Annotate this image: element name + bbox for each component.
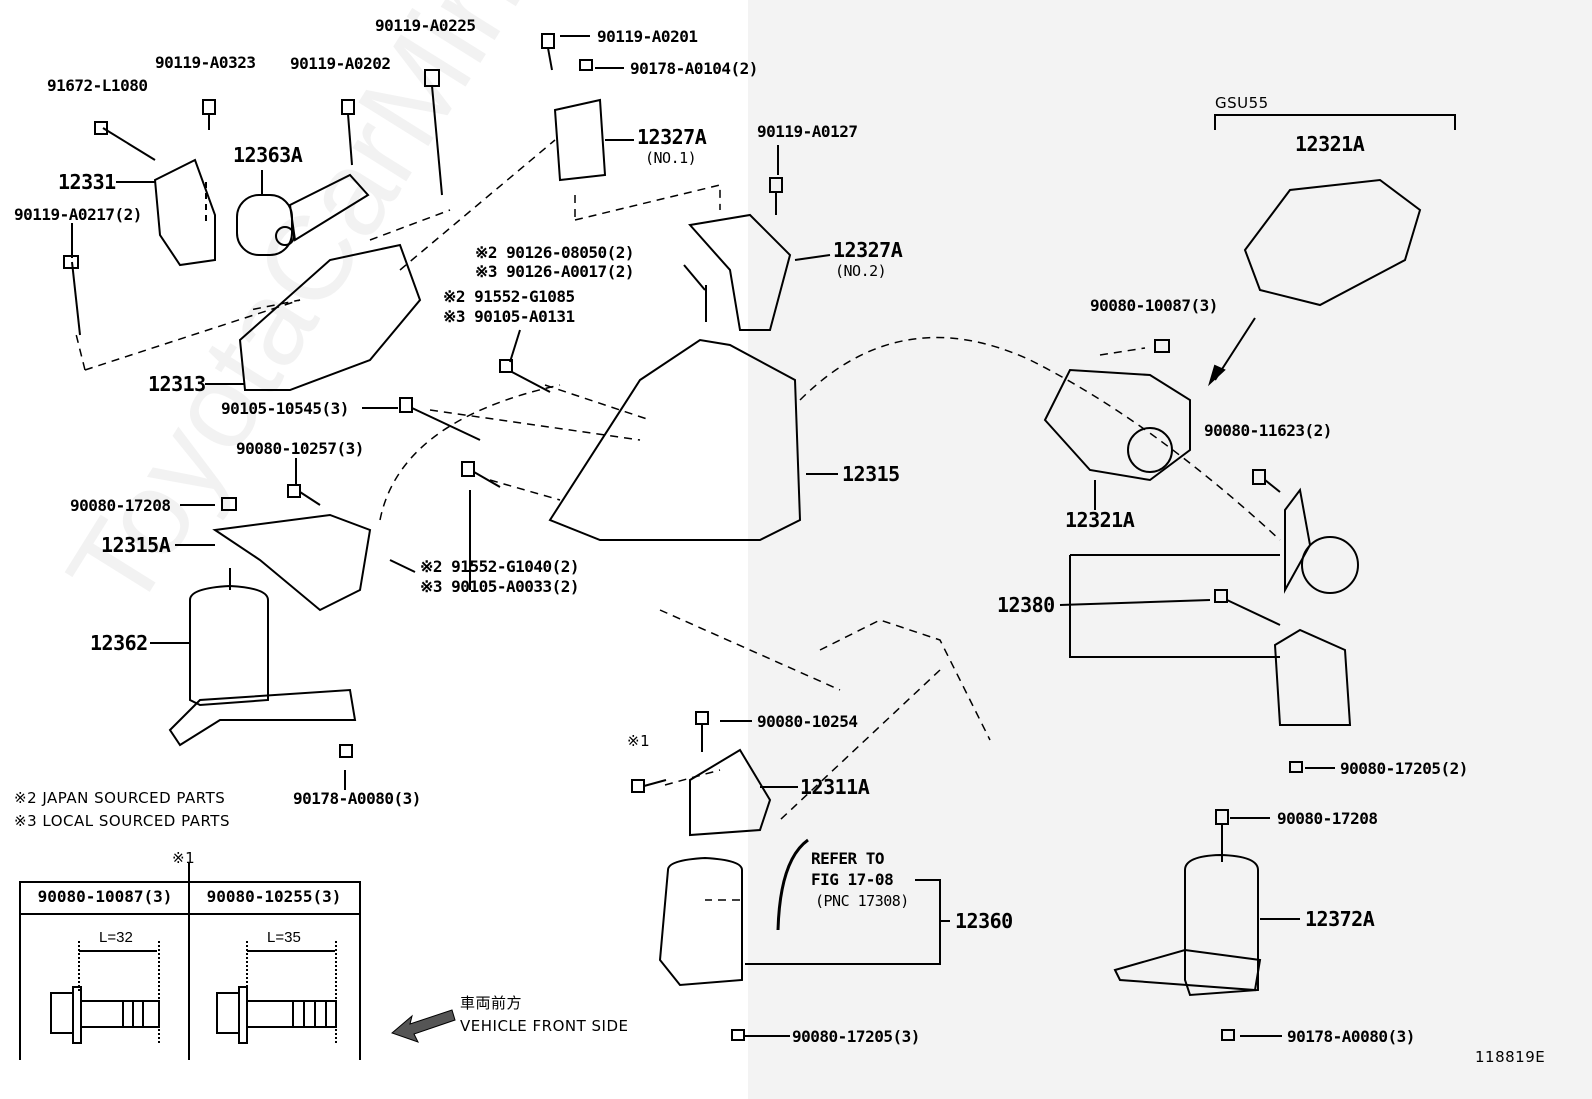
part-label: 90080-17205(3)	[792, 1027, 920, 1046]
part-label: 90080-10257(3)	[236, 439, 364, 458]
mount-12360	[658, 856, 743, 987]
table-cell-part: 90080-10087(3)	[37, 887, 173, 906]
mount-12372A	[1184, 853, 1259, 997]
bracket-12313	[238, 243, 422, 391]
table-divider	[188, 863, 190, 1060]
table-cell-part: 90080-10255(3)	[206, 887, 342, 906]
part-label: 90080-10087(3)	[1090, 296, 1218, 315]
part-label: 90080-17208	[1277, 809, 1378, 828]
part-label: 12362	[90, 631, 148, 655]
part-label: 90178-A0080(3)	[1287, 1027, 1415, 1046]
bolt-drawings	[50, 941, 337, 1044]
reference-text: FIG 17-08	[811, 870, 894, 889]
part-sublabel: (NO.2)	[835, 262, 887, 280]
note-japan-sourced: ※2 JAPAN SOURCED PARTS	[14, 789, 226, 807]
bracket-12327A-no2	[688, 213, 792, 331]
part-label: 90119-A0217(2)	[14, 205, 142, 224]
reference-text: (PNC 17308)	[815, 892, 909, 910]
part-label: ※3 90105-A0033(2)	[420, 577, 580, 596]
part-label: 90119-A0202	[290, 54, 391, 73]
part-label: 12315A	[101, 533, 171, 557]
part-label: 12327A	[637, 125, 707, 149]
part-label: 90080-17208	[70, 496, 171, 515]
bracket-12331	[153, 158, 216, 267]
part-label: 12380	[997, 593, 1055, 617]
part-label: 12327A	[833, 238, 903, 262]
shaded-region	[748, 0, 1592, 1099]
bracket-12327A-no1	[553, 98, 607, 182]
part-label: 12311A	[800, 775, 870, 799]
part-label: 90119-A0323	[155, 53, 256, 72]
bracket-12315	[548, 338, 802, 541]
part-label: 12315	[842, 462, 900, 486]
part-label: ※2 91552-G1040(2)	[420, 557, 580, 576]
part-label: ※2 91552-G1085	[443, 287, 575, 306]
part-label: 12331	[58, 170, 116, 194]
leader-lines	[71, 35, 1456, 1037]
part-label: 12363A	[233, 143, 303, 167]
front-label-en: VEHICLE FRONT SIDE	[460, 1017, 629, 1035]
bracket-12321A-top	[1243, 178, 1422, 307]
bracket-12321A	[1043, 368, 1191, 482]
part-label: 90080-10254	[757, 712, 858, 731]
part-label: 90105-10545(3)	[221, 399, 349, 418]
bracket-12311A	[689, 748, 772, 837]
front-label-jp: 車両前方	[460, 994, 523, 1012]
note-mark: ※1	[172, 849, 196, 867]
part-label: 90178-A0104(2)	[630, 59, 758, 78]
part-label: 12321A	[1295, 132, 1365, 156]
part-label: 12321A	[1065, 508, 1135, 532]
part-sublabel: (NO.1)	[645, 149, 697, 167]
bracket-12315A	[212, 513, 372, 612]
mount-12380	[1301, 536, 1359, 594]
part-label: ※2 90126-08050(2)	[475, 243, 635, 262]
assembly-dashed-lines	[74, 139, 1281, 901]
part-label: 12372A	[1305, 907, 1375, 931]
part-label: 90119-A0201	[597, 27, 698, 46]
model-label: GSU55	[1215, 94, 1269, 112]
part-label: 90119-A0127	[757, 122, 858, 141]
part-label: 90119-A0225	[375, 16, 476, 35]
part-label: 12360	[955, 909, 1013, 933]
table-cell-length: L=32	[99, 929, 133, 946]
part-label: ※3 90105-A0131	[443, 307, 575, 326]
part-label: 91672-L1080	[47, 76, 148, 95]
note-mark: ※1	[627, 732, 651, 750]
part-label: 12313	[148, 372, 206, 396]
note-local-sourced: ※3 LOCAL SOURCED PARTS	[14, 812, 230, 830]
bolt-length-table: 90080-10087(3) 90080-10255(3) L=32 L=35	[19, 863, 361, 1060]
diagram-id: 118819E	[1475, 1048, 1546, 1066]
mount-12362	[189, 584, 269, 707]
part-label: ※3 90126-A0017(2)	[475, 262, 635, 281]
part-label: 90178-A0080(3)	[293, 789, 421, 808]
vehicle-front-arrow-icon	[391, 1009, 456, 1043]
reference-text: REFER TO	[811, 849, 885, 868]
table-cell-length: L=35	[267, 929, 301, 946]
bolt-icons	[63, 33, 1303, 1041]
table-header	[21, 883, 359, 915]
part-label: 90080-17205(2)	[1340, 759, 1468, 778]
part-label: 90080-11623(2)	[1204, 421, 1332, 440]
mount-12363A	[236, 194, 293, 256]
part-outlines	[153, 98, 1422, 997]
